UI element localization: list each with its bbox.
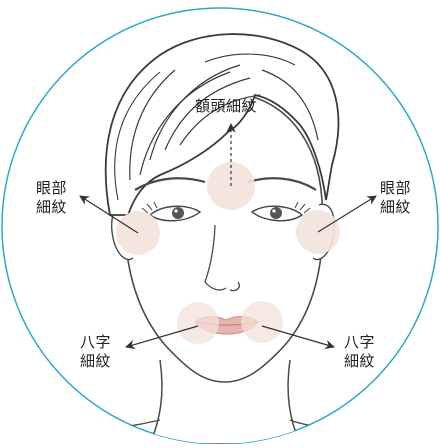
forehead-label: 額頭細紋 — [195, 97, 257, 116]
right-mouth-highlight — [241, 301, 283, 343]
nasolabial-right-label: 八字 細紋 — [344, 333, 375, 371]
eye-left-label: 眼部 細紋 — [36, 179, 67, 217]
eye-right-label: 眼部 細紋 — [380, 179, 411, 217]
left-mouth-highlight — [177, 302, 219, 344]
nasolabial-left-label: 八字 細紋 — [80, 333, 111, 371]
